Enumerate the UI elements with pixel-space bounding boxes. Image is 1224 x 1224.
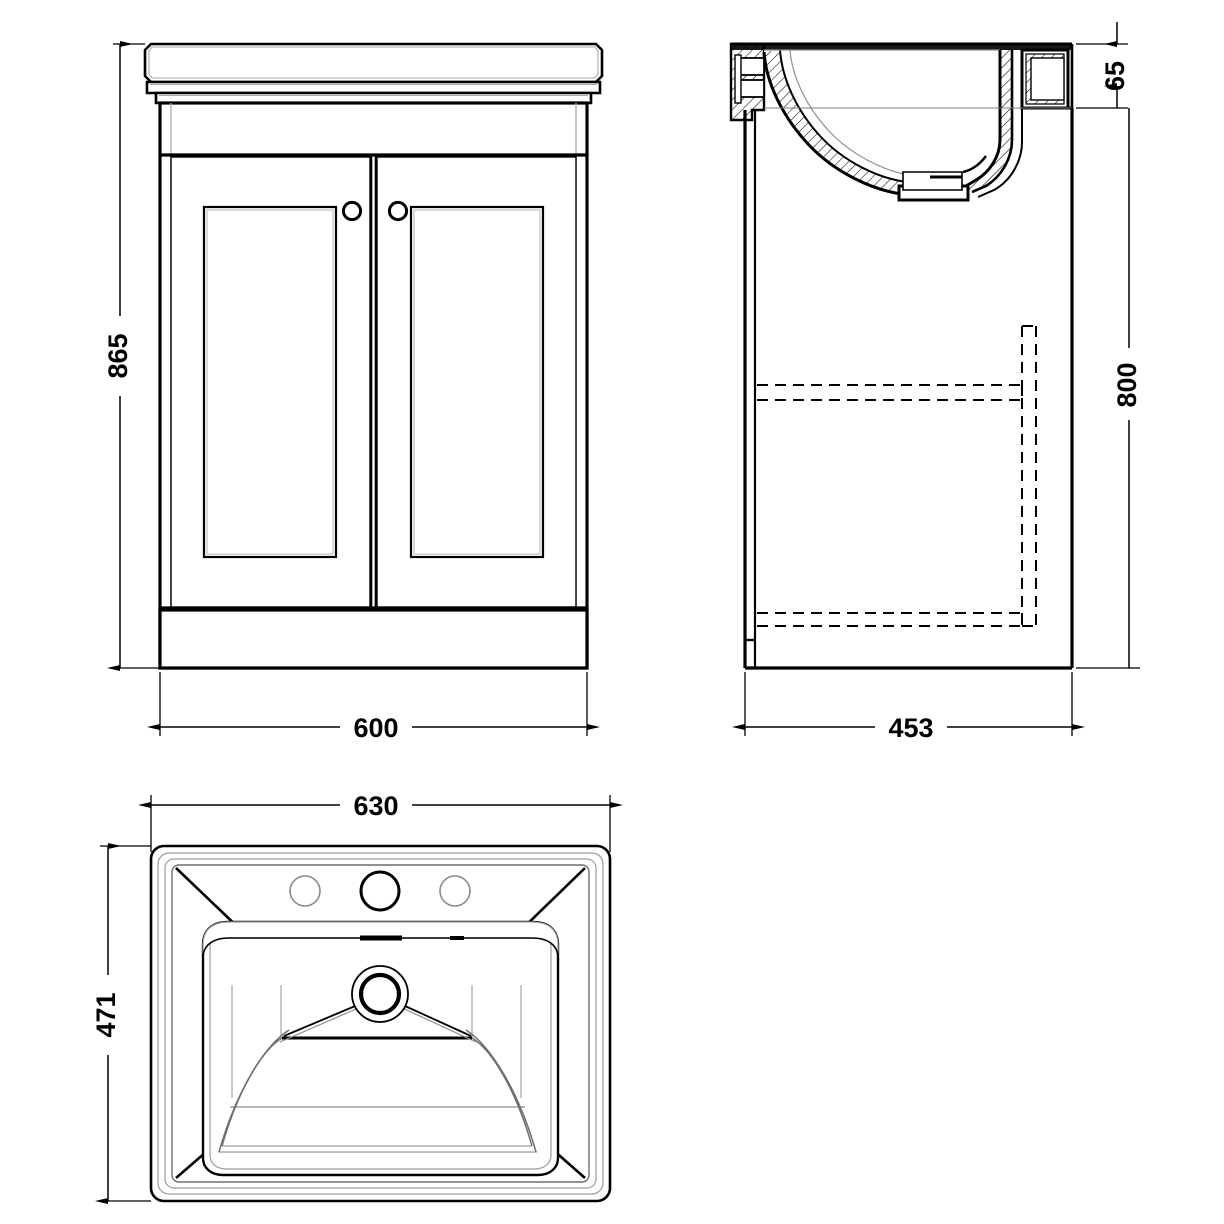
side-rim-bracket xyxy=(729,42,766,122)
dim-side-depth-label: 453 xyxy=(888,713,933,743)
left-door-panel-bevel xyxy=(206,209,334,555)
left-door-panel xyxy=(202,205,338,559)
right-door-knob-icon[interactable] xyxy=(387,200,409,222)
side-hidden-lines xyxy=(757,325,1037,627)
side-section-view xyxy=(729,42,1074,670)
tap-hole-center[interactable] xyxy=(359,870,401,912)
dim-plan-depth: 471 xyxy=(91,843,151,1204)
front-right-door[interactable] xyxy=(376,156,577,608)
tap-hole-right[interactable] xyxy=(439,875,471,907)
side-cabinet-body xyxy=(743,108,1074,670)
side-basin-back-wall xyxy=(965,44,1074,198)
dim-basin-thickness-label: 65 xyxy=(1100,61,1130,91)
front-left-door[interactable] xyxy=(170,156,371,608)
front-basin-top xyxy=(143,42,604,105)
dim-plan-depth-label: 471 xyxy=(91,992,121,1037)
dim-basin-thickness: 65 xyxy=(1076,22,1130,109)
dim-side-height: 800 xyxy=(1076,108,1142,669)
plan-waste-outlet[interactable] xyxy=(351,965,409,1023)
plan-basin-rim-inner-3 xyxy=(171,864,590,1183)
left-door-knob-icon[interactable] xyxy=(341,200,363,222)
plan-view xyxy=(149,844,612,1203)
right-door-panel xyxy=(409,205,545,559)
front-elevation-view xyxy=(143,42,604,670)
dim-front-width-label: 600 xyxy=(353,713,398,743)
right-door-panel-bevel xyxy=(413,209,541,555)
tap-hole-left[interactable] xyxy=(289,875,321,907)
dim-plan-width-label: 630 xyxy=(353,791,398,821)
plan-bowl xyxy=(201,920,560,1177)
dim-plan-width: 630 xyxy=(138,791,623,852)
plan-basin-rim-inner xyxy=(157,852,604,1195)
plan-basin-rim-inner-2 xyxy=(164,858,597,1189)
dim-front-height-label: 865 xyxy=(103,333,133,378)
dim-front-height: 865 xyxy=(103,41,160,671)
side-waste-boss xyxy=(897,155,987,202)
side-basin-section xyxy=(729,42,1074,202)
dim-side-height-label: 800 xyxy=(1112,362,1142,407)
dim-side-depth: 453 xyxy=(732,672,1085,743)
dim-front-width: 600 xyxy=(147,672,600,743)
front-plinth xyxy=(158,608,589,670)
